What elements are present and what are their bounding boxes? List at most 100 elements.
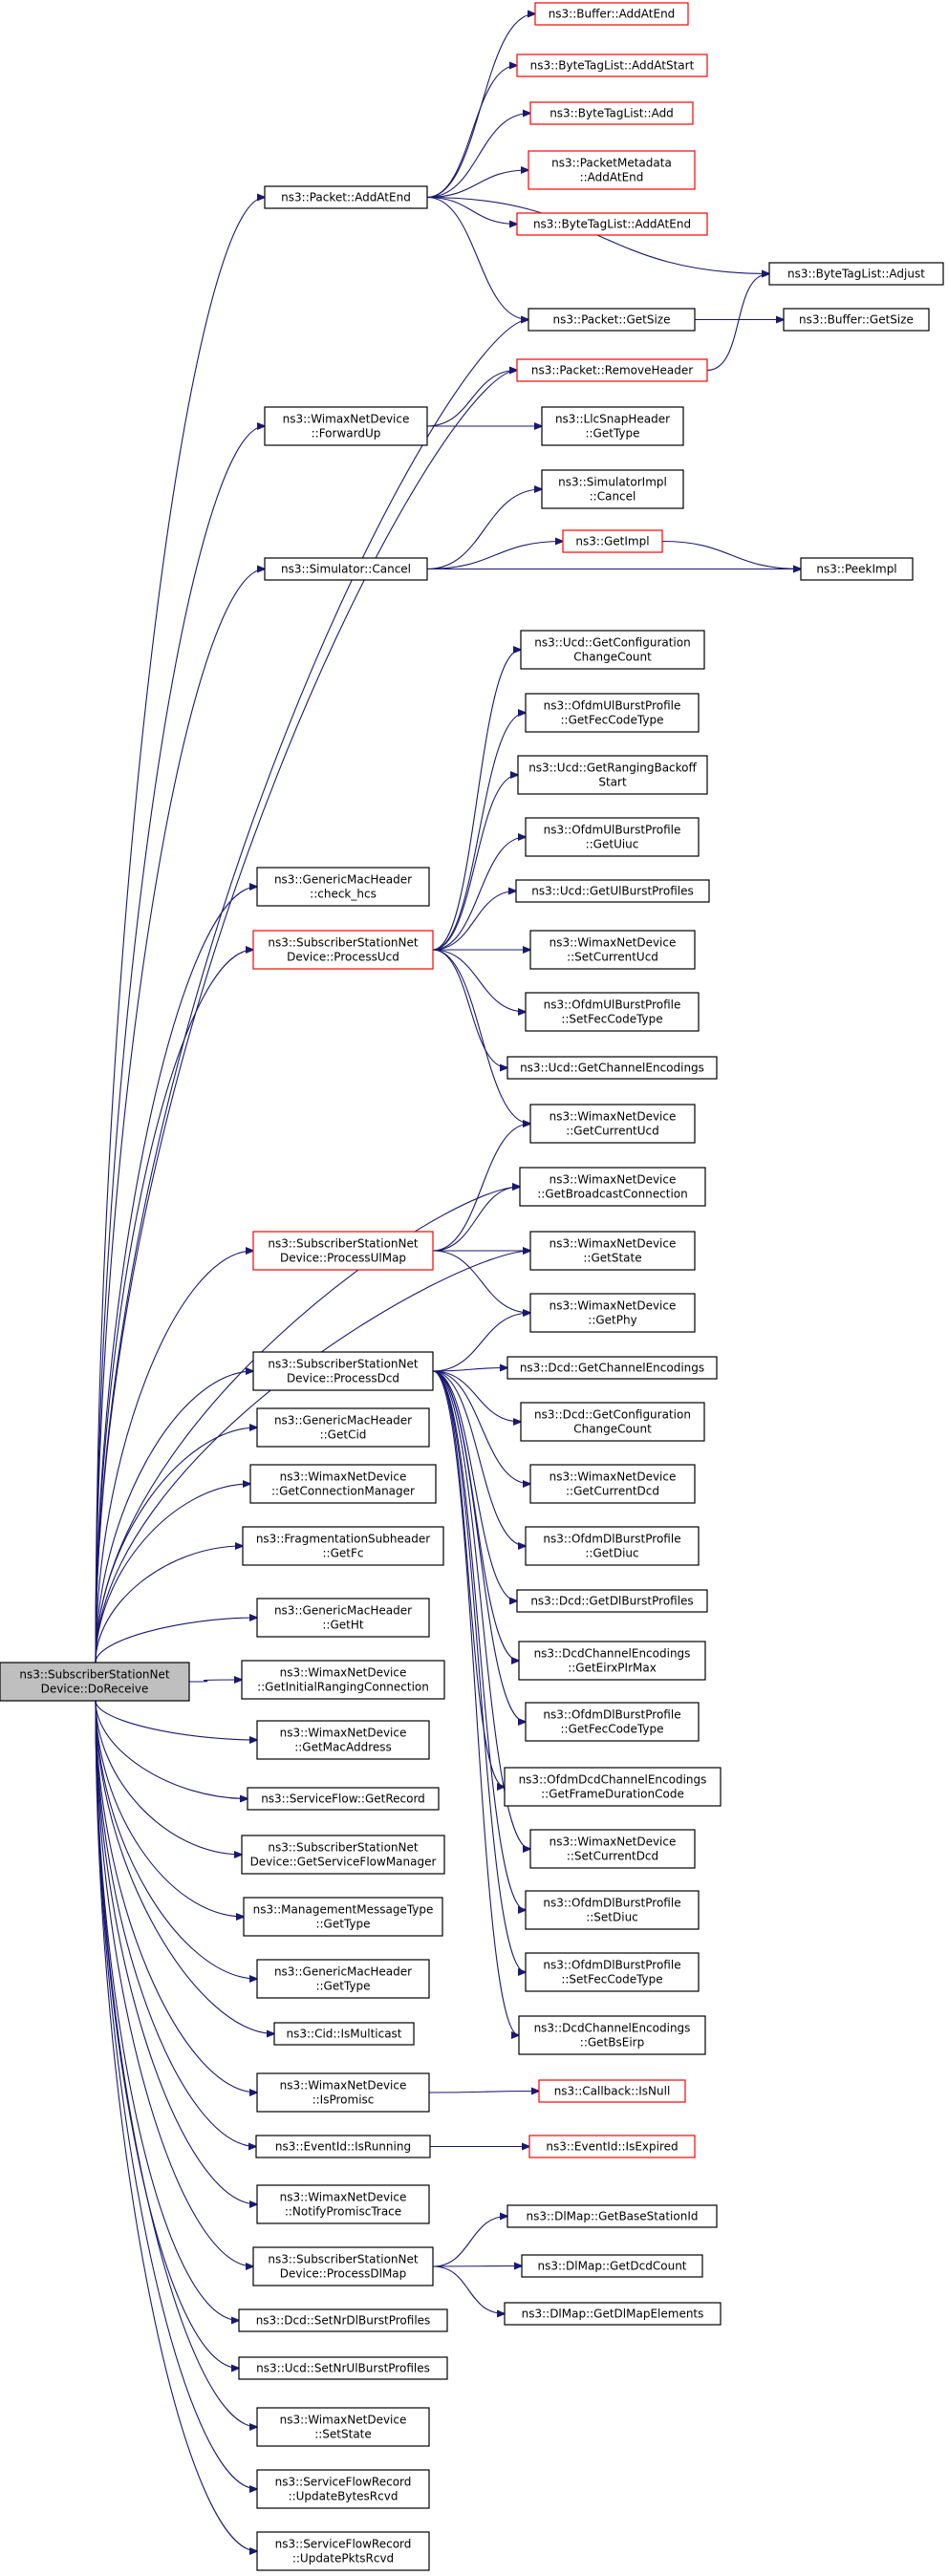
node-label-line: ns3::OfdmUlBurstProfile: [544, 998, 681, 1012]
node-ofdmdl-setdiuc[interactable]: ns3::OfdmDlBurstProfile::SetDiuc: [525, 1890, 700, 1930]
node-ofdmul-setfeccodetype[interactable]: ns3::OfdmUlBurstProfile::SetFecCodeType: [525, 992, 700, 1032]
node-gmh-check-hcs[interactable]: ns3::GenericMacHeader::check_hcs: [256, 867, 430, 907]
node-dlmap-getdlmapelements[interactable]: ns3::DlMap::GetDlMapElements: [504, 2302, 722, 2326]
node-fragsub-getfc[interactable]: ns3::FragmentationSubheader::GetFc: [242, 1526, 444, 1566]
node-packetmetadata-addatend[interactable]: ns3::PacketMetadata::AddAtEnd: [528, 150, 696, 190]
node-wimax-notifypromisctrace[interactable]: ns3::WimaxNetDevice::NotifyPromiscTrace: [256, 2184, 430, 2224]
node-label-line: ::GetHt: [322, 1619, 363, 1632]
node-bytetaglist-adjust[interactable]: ns3::ByteTagList::Adjust: [768, 262, 944, 286]
node-label-line: ns3::WimaxNetDevice: [280, 2079, 407, 2093]
node-callback-isnull[interactable]: ns3::Callback::IsNull: [538, 2079, 686, 2103]
edge-packet_addatend-to-packet_getsize: [426, 196, 528, 320]
node-label-line: Device::ProcessUcd: [287, 951, 399, 964]
node-ss-processdcd[interactable]: ns3::SubscriberStationNetDevice::Process…: [252, 1351, 434, 1391]
node-dcdchenc-geteirxpirmax[interactable]: ns3::DcdChannelEncodings::GetEirxPIrMax: [518, 1641, 706, 1681]
node-serviceflow-getrecord[interactable]: ns3::ServiceFlow::GetRecord: [247, 1787, 440, 1811]
node-wimax-getbroadcastconnection[interactable]: ns3::WimaxNetDevice::GetBroadcastConnect…: [519, 1167, 706, 1207]
node-dlmap-getbasestationid[interactable]: ns3::DlMap::GetBaseStationId: [506, 2204, 718, 2228]
edge-root-to-fragsub_getfc: [95, 1546, 243, 1664]
node-cid-ismulticast[interactable]: ns3::Cid::IsMulticast: [273, 2022, 415, 2046]
node-wimax-getstate[interactable]: ns3::WimaxNetDevice::GetState: [529, 1231, 696, 1271]
node-ofdmdl-getfeccodetype[interactable]: ns3::OfdmDlBurstProfile::GetFecCodeType: [525, 1702, 700, 1742]
node-ofdmul-getfeccodetype[interactable]: ns3::OfdmUlBurstProfile::GetFecCodeType: [525, 693, 700, 733]
node-ss-getserviceflowmanager[interactable]: ns3::SubscriberStationNetDevice::GetServ…: [241, 1835, 445, 1875]
node-wimax-setcurrentucd[interactable]: ns3::WimaxNetDevice::SetCurrentUcd: [529, 930, 696, 970]
node-label-line: ns3::ServiceFlowRecord: [275, 2538, 412, 2551]
node-llcsnap-gettype[interactable]: ns3::LlcSnapHeader::GetType: [541, 406, 684, 446]
node-label-line: ns3::ServiceFlowRecord: [275, 2476, 412, 2489]
node-wimax-getcurrentdcd[interactable]: ns3::WimaxNetDevice::GetCurrentDcd: [529, 1464, 696, 1504]
node-box: [518, 1641, 706, 1681]
node-label-line: Device::GetServiceFlowManager: [250, 1856, 437, 1869]
node-gmh-getcid[interactable]: ns3::GenericMacHeader::GetCid: [256, 1407, 430, 1448]
edge-ss_processdcd-to-ofdmdl_getdiuc: [432, 1370, 526, 1546]
node-ofdmdl-setfeccodetype[interactable]: ns3::OfdmDlBurstProfile::SetFecCodeType: [525, 1952, 700, 1992]
call-edges: [95, 14, 801, 2552]
node-packet-addatend[interactable]: ns3::Packet::AddAtEnd: [264, 185, 428, 209]
node-eventid-isexpired[interactable]: ns3::EventId::IsExpired: [528, 2135, 696, 2158]
node-box: [538, 2079, 686, 2103]
edge-packet_addatend-to-bytetaglist_addatstart: [426, 66, 517, 199]
node-dcd-getchannelencodings[interactable]: ns3::Dcd::GetChannelEncodings: [506, 1356, 718, 1380]
node-ucd-getulburstprofiles[interactable]: ns3::Ucd::GetUlBurstProfiles: [515, 879, 710, 903]
node-label-line: ::GetPhy: [588, 1314, 636, 1327]
node-label-line: ns3::ManagementMessageType: [253, 1903, 434, 1917]
node-label-line: ::GetEirxPIrMax: [568, 1662, 657, 1675]
node-bytetaglist-addatend[interactable]: ns3::ByteTagList::AddAtEnd: [516, 212, 708, 236]
node-simimpl-cancel[interactable]: ns3::SimulatorImpl::Cancel: [541, 469, 684, 509]
node-dcdchenc-getbseirp[interactable]: ns3::DcdChannelEncodings::GetBsEirp: [518, 2015, 706, 2055]
node-dcd-getdlburstprofiles[interactable]: ns3::Dcd::GetDlBurstProfiles: [516, 1589, 708, 1613]
node-bytetaglist-addatstart[interactable]: ns3::ByteTagList::AddAtStart: [516, 54, 708, 77]
node-getimpl[interactable]: ns3::GetImpl: [562, 529, 663, 553]
node-bytetaglist-add[interactable]: ns3::ByteTagList::Add: [529, 101, 694, 125]
node-dlmap-getdcdcount[interactable]: ns3::DlMap::GetDcdCount: [521, 2254, 703, 2278]
node-wimax-setstate[interactable]: ns3::WimaxNetDevice::SetState: [256, 2407, 430, 2447]
node-gmh-getht[interactable]: ns3::GenericMacHeader::GetHt: [256, 1598, 430, 1638]
node-label-line: ns3::ByteTagList::AddAtEnd: [533, 218, 691, 231]
node-packet-getsize[interactable]: ns3::Packet::GetSize: [528, 308, 696, 332]
node-ss-processulmap[interactable]: ns3::SubscriberStationNetDevice::Process…: [252, 1231, 434, 1271]
node-ofdmdcdchenc-getframedurationcode[interactable]: ns3::OfdmDcdChannelEncodings::GetFrameDu…: [504, 1767, 722, 1807]
node-label-line: ::SetState: [314, 2428, 372, 2441]
node-label-line: ns3::DcdChannelEncodings: [534, 2022, 691, 2035]
node-eventid-isrunning[interactable]: ns3::EventId::IsRunning: [255, 2135, 431, 2158]
node-ucd-getchannelencodings[interactable]: ns3::Ucd::GetChannelEncodings: [506, 1056, 718, 1080]
node-wimax-setcurrentdcd[interactable]: ns3::WimaxNetDevice::SetCurrentDcd: [529, 1829, 696, 1869]
node-packet-removeheader[interactable]: ns3::Packet::RemoveHeader: [516, 358, 708, 382]
node-dcd-setnrdlburstprofiles[interactable]: ns3::Dcd::SetNrDlBurstProfiles: [238, 2308, 448, 2332]
node-peekimpl[interactable]: ns3::PeekImpl: [800, 557, 914, 581]
node-box: [541, 406, 684, 446]
node-simulator-cancel[interactable]: ns3::Simulator::Cancel: [264, 557, 428, 581]
edge-wimax_forwardup-to-packet_removeheader: [426, 371, 517, 427]
edge-packet_addatend-to-bytetaglist_addatend: [426, 196, 517, 225]
node-wimax-forwardup[interactable]: ns3::WimaxNetDevice::ForwardUp: [264, 406, 428, 446]
node-sfrecord-updatebytesrcvd[interactable]: ns3::ServiceFlowRecord::UpdateBytesRcvd: [256, 2469, 430, 2509]
node-gmh-gettype[interactable]: ns3::GenericMacHeader::GetType: [256, 1959, 430, 1999]
edge-root-to-wimax_forwardup: [95, 426, 265, 1664]
node-wimax-getconnectionmanager[interactable]: ns3::WimaxNetDevice::GetConnectionManage…: [249, 1464, 437, 1504]
node-mgmtmsg-gettype[interactable]: ns3::ManagementMessageType::GetType: [243, 1897, 443, 1937]
node-wimax-getphy[interactable]: ns3::WimaxNetDevice::GetPhy: [529, 1293, 696, 1333]
node-box: [800, 557, 914, 581]
node-label-line: ns3::FragmentationSubheader: [256, 1533, 430, 1546]
node-buffer-getsize[interactable]: ns3::Buffer::GetSize: [783, 308, 930, 332]
node-ucd-setnrulburstprofiles[interactable]: ns3::Ucd::SetNrUlBurstProfiles: [238, 2356, 448, 2380]
node-sfrecord-updatepktsrcvd[interactable]: ns3::ServiceFlowRecord::UpdatePktsRcvd: [256, 2531, 430, 2571]
node-label-line: ns3::GenericMacHeader: [274, 1414, 412, 1428]
node-wimax-ispromisc[interactable]: ns3::WimaxNetDevice::IsPromisc: [256, 2072, 430, 2113]
node-wimax-getcurrentucd[interactable]: ns3::WimaxNetDevice::GetCurrentUcd: [529, 1104, 696, 1144]
node-buffer-addatend[interactable]: ns3::Buffer::AddAtEnd: [534, 2, 689, 26]
node-wimax-getinitialranging[interactable]: ns3::WimaxNetDevice::GetInitialRangingCo…: [241, 1660, 445, 1700]
node-ofdmul-getuiuc[interactable]: ns3::OfdmUlBurstProfile::GetUiuc: [525, 817, 700, 857]
node-root[interactable]: ns3::SubscriberStationNetDevice::DoRecei…: [0, 1662, 190, 1702]
node-wimax-getmacaddress[interactable]: ns3::WimaxNetDevice::GetMacAddress: [256, 1720, 430, 1760]
node-label-line: ::SetFecCodeType: [561, 1013, 662, 1026]
node-ofdmdl-getdiuc[interactable]: ns3::OfdmDlBurstProfile::GetDiuc: [525, 1526, 700, 1566]
node-box: [238, 2308, 448, 2332]
node-ss-processucd[interactable]: ns3::SubscriberStationNetDevice::Process…: [252, 930, 434, 970]
node-ss-processdlmap[interactable]: ns3::SubscriberStationNetDevice::Process…: [252, 2246, 434, 2286]
node-box: [516, 212, 708, 236]
